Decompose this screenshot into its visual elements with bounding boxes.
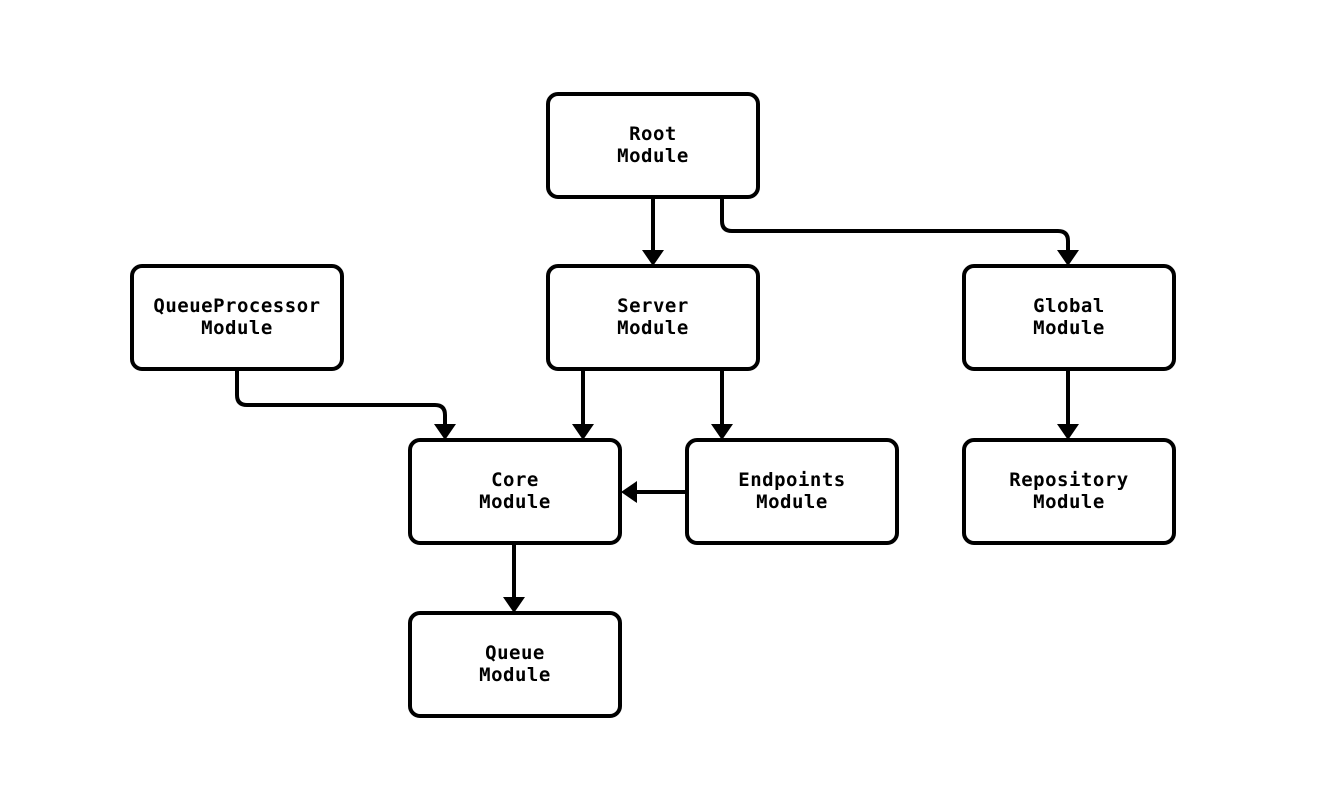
node-box[interactable] (408, 438, 622, 545)
node-label-line2: Module (1033, 317, 1105, 339)
edge-line (235, 369, 447, 426)
edge-line (720, 197, 1070, 252)
node-label-line1: Server (617, 295, 689, 317)
node-label-line2: Module (1033, 491, 1105, 513)
edge-arrowhead (1057, 424, 1079, 440)
edge-arrowhead (1057, 250, 1079, 266)
edge-queueprocessor-to-core (235, 369, 456, 440)
edge-arrowhead (434, 424, 456, 440)
edge-server-to-core (572, 369, 594, 440)
node-label-line2: Module (756, 491, 828, 513)
edge-endpoints-to-core (621, 481, 687, 503)
node-label-line2: Module (617, 145, 689, 167)
edge-arrowhead (711, 424, 733, 440)
edge-server-to-endpoints (711, 369, 733, 440)
node-box[interactable] (962, 438, 1176, 545)
node-label-line1: Repository (1009, 469, 1128, 491)
node-box[interactable] (685, 438, 899, 545)
edge-core-to-queue (503, 543, 525, 613)
edge-global-to-repository (1057, 369, 1079, 440)
edge-arrowhead (503, 597, 525, 613)
node-label-line1: Root (629, 123, 677, 145)
edge-root-to-server (642, 197, 664, 266)
node-box[interactable] (546, 264, 760, 371)
node-label-line1: Endpoints (738, 469, 845, 491)
node-label-line2: Module (479, 664, 551, 686)
node-label-line2: Module (201, 317, 273, 339)
node-box[interactable] (962, 264, 1176, 371)
edge-root-to-global (720, 197, 1079, 266)
edge-arrowhead (572, 424, 594, 440)
node-label-line1: Core (491, 469, 539, 491)
edge-arrowhead (621, 481, 637, 503)
node-label-line1: Queue (485, 642, 545, 664)
edge-arrowhead (642, 250, 664, 266)
node-label-line2: Module (617, 317, 689, 339)
node-label-line1: Global (1033, 295, 1105, 317)
node-box[interactable] (408, 611, 622, 718)
edges-layer (235, 197, 1079, 613)
node-label-line1: QueueProcessor (153, 295, 320, 317)
node-label-line2: Module (479, 491, 551, 513)
node-box[interactable] (546, 92, 760, 199)
node-box[interactable] (130, 264, 344, 371)
nodes-layer: RootModuleQueueProcessorModuleServerModu… (130, 92, 1176, 718)
